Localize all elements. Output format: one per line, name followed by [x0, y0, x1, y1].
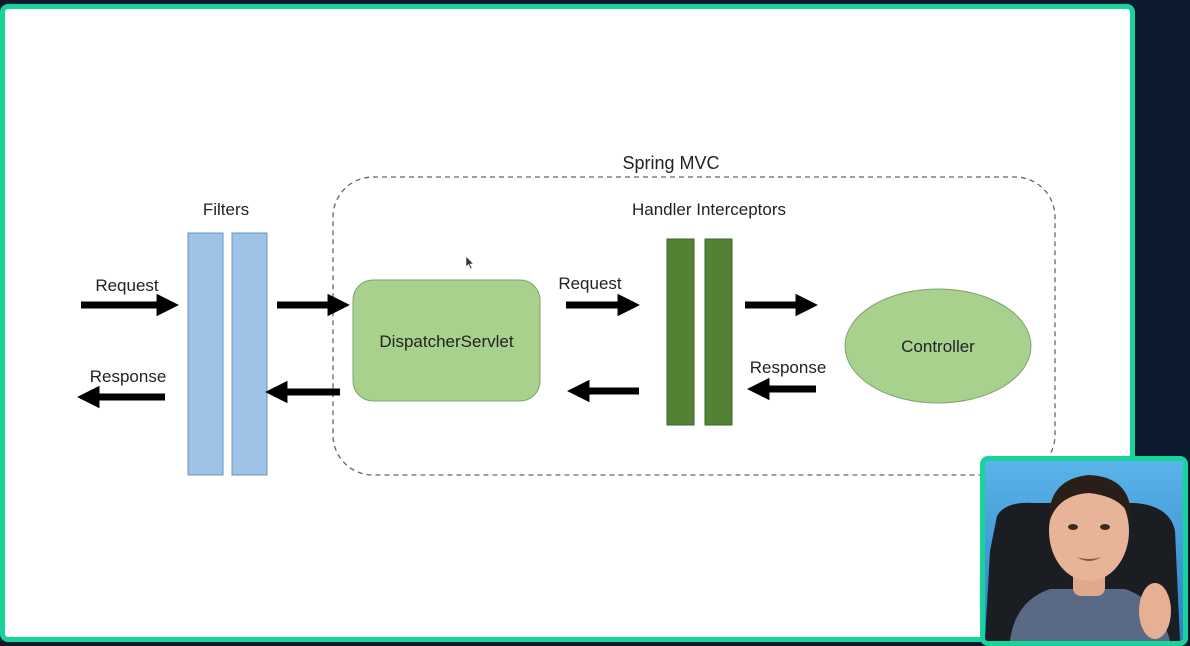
- filter-bar-2: [231, 232, 268, 476]
- webcam-overlay: [980, 456, 1188, 646]
- controller-label: Controller: [901, 337, 975, 356]
- dispatcher-servlet-label: DispatcherServlet: [379, 332, 513, 351]
- slide-frame: Spring MVC Filters Request Response Disp…: [0, 4, 1135, 642]
- inner-request-label: Request: [558, 274, 622, 293]
- filters-label: Filters: [203, 200, 249, 219]
- left-request-label: Request: [95, 276, 159, 295]
- spring-mvc-label: Spring MVC: [622, 153, 719, 173]
- filter-bar-1: [187, 232, 224, 476]
- spring-mvc-boundary: [332, 176, 1056, 476]
- mouse-pointer-icon: [465, 255, 475, 270]
- spring-mvc-diagram: Spring MVC Filters Request Response Disp…: [77, 153, 1056, 476]
- dispatcher-servlet-box: [352, 279, 541, 402]
- handler-interceptors-label: Handler Interceptors: [632, 200, 786, 219]
- interceptor-bar-2: [704, 238, 733, 426]
- controller-ellipse: [844, 288, 1032, 404]
- inner-response-label: Response: [750, 358, 827, 377]
- interceptor-bar-1: [666, 238, 695, 426]
- left-response-label: Response: [90, 367, 167, 386]
- presenter-video: [985, 461, 1183, 641]
